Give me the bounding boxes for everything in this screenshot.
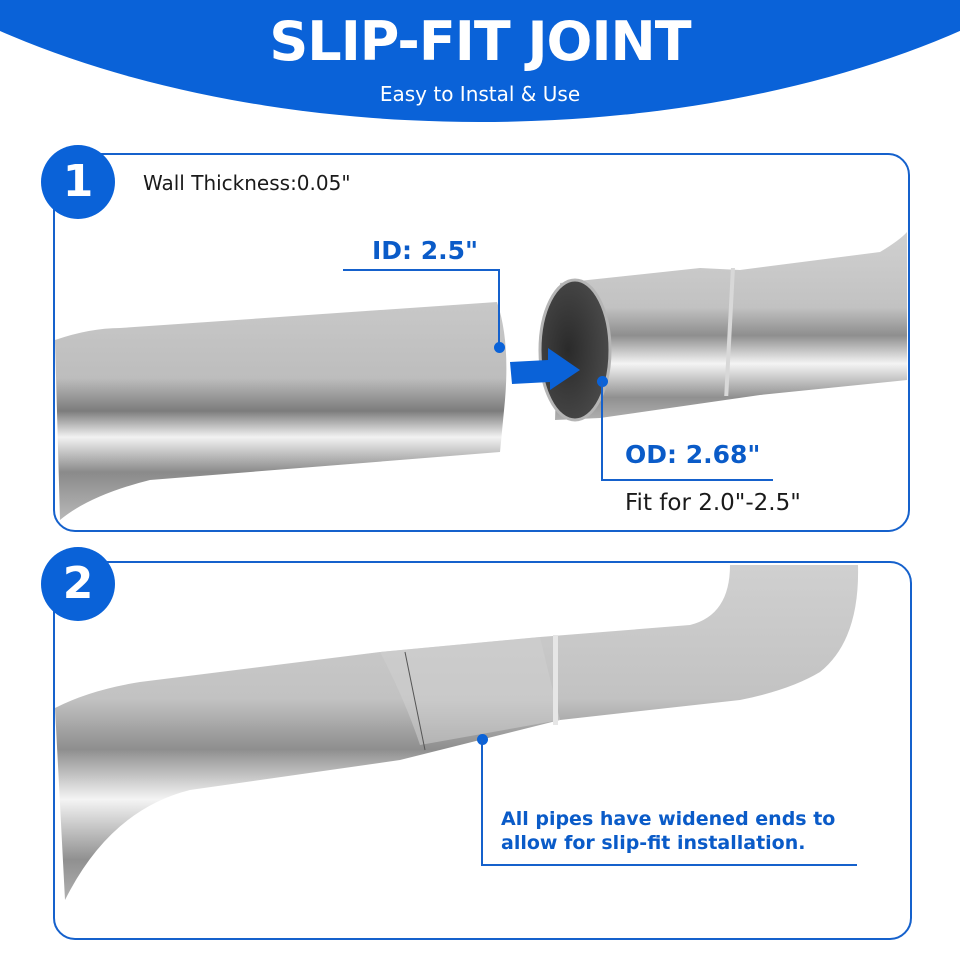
callout-dot-icon [494,342,505,353]
step2-badge: 2 [41,547,115,621]
page-subtitle: Easy to Instal & Use [379,82,581,106]
note-callout-line-v [481,739,483,866]
od-callout-line-v [601,381,603,481]
note-line-2: allow for slip-fit installation. [501,832,806,854]
step1-panel [53,153,910,532]
step1-badge: 1 [41,145,115,219]
page-title: SLIP-FIT JOINT [269,10,691,73]
fit-label: Fit for 2.0"-2.5" [625,490,801,516]
id-label: ID: 2.5" [372,236,479,265]
step2-panel [53,561,912,940]
note-line-1: All pipes have widened ends to [501,808,836,830]
wall-thickness-label: Wall Thickness:0.05" [143,171,351,195]
od-label: OD: 2.68" [625,440,761,469]
od-callout-line-h [601,479,773,481]
id-callout-line-v [498,269,500,347]
note-callout-line-h [481,864,857,866]
id-callout-line-h [343,269,500,271]
arrow-right-icon [510,348,580,390]
